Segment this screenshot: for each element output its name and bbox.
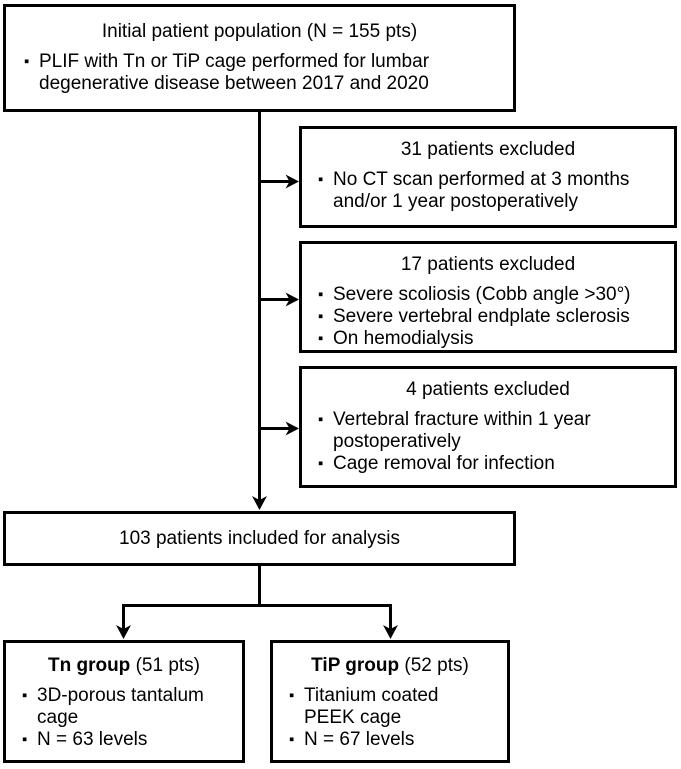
group-title: TiP group (52 pts) [273, 655, 507, 677]
bullet-text: Severe scoliosis (Cobb angle >30°) [333, 284, 631, 305]
box-tip-group: TiP group (52 pts) ▪ Titanium coated PEE… [270, 640, 510, 763]
list-item: ▪ N = 63 levels [22, 729, 238, 751]
bullet-square-icon: ▪ [318, 171, 324, 188]
bullet-text: N = 67 levels [304, 729, 415, 750]
list-item: ▪ 3D-porous tantalum cage [22, 685, 238, 729]
bullet-square-icon: ▪ [22, 731, 28, 748]
list-item: ▪ On hemodialysis [318, 328, 670, 350]
split-branch-line [122, 604, 392, 632]
group-bullet-list: ▪ Titanium coated PEEK cage ▪ N = 67 lev… [273, 685, 507, 751]
group-title: Tn group (51 pts) [6, 655, 242, 677]
box-excluded-17: 17 patients excluded ▪ Severe scoliosis … [299, 241, 677, 353]
bullet-square-icon: ▪ [318, 308, 324, 325]
arrowhead-exclusion-2 [285, 292, 299, 307]
arrowhead-exclusion-1 [285, 174, 299, 189]
group-name: Tn group [47, 655, 131, 676]
initial-population-bullet-list: ▪ PLIF with Tn or TiP cage performed for… [6, 51, 513, 95]
group-detail: (51 pts) [130, 655, 200, 676]
list-item: ▪ Vertebral fracture within 1 year posto… [318, 409, 670, 453]
excluded-bullet-list: ▪ Severe scoliosis (Cobb angle >30°) ▪ S… [302, 284, 674, 350]
box-excluded-31: 31 patients excluded ▪ No CT scan perfor… [299, 126, 677, 228]
list-item: ▪ N = 67 levels [289, 729, 503, 751]
bullet-text: PLIF with Tn or TiP cage performed for l… [39, 51, 430, 94]
initial-population-title: Initial patient population (N = 155 pts) [101, 21, 418, 42]
list-item: ▪ Cage removal for infection [318, 453, 670, 475]
bullet-square-icon: ▪ [22, 687, 28, 704]
bullet-text: Titanium coated PEEK cage [304, 685, 439, 728]
excluded-title: 4 patients excluded [406, 379, 570, 400]
group-bullet-list: ▪ 3D-porous tantalum cage ▪ N = 63 level… [6, 685, 242, 751]
list-item: ▪ No CT scan performed at 3 months and/o… [318, 169, 670, 213]
excluded-bullet-list: ▪ No CT scan performed at 3 months and/o… [302, 169, 674, 213]
box-initial-population: Initial patient population (N = 155 pts)… [3, 4, 516, 112]
bullet-text: Severe vertebral endplate sclerosis [333, 306, 630, 327]
list-item: ▪ Titanium coated PEEK cage [289, 685, 503, 729]
list-item: ▪ PLIF with Tn or TiP cage performed for… [24, 51, 509, 95]
included-title: 103 patients included for analysis [119, 527, 400, 549]
box-included-for-analysis: 103 patients included for analysis [3, 511, 516, 566]
excluded-title: 17 patients excluded [400, 254, 576, 275]
bullet-square-icon: ▪ [318, 455, 324, 472]
bullet-text: Vertebral fracture within 1 year postope… [333, 409, 591, 452]
arrowhead-exclusion-3 [285, 421, 299, 436]
bullet-square-icon: ▪ [318, 330, 324, 347]
group-detail: (52 pts) [399, 655, 469, 676]
bullet-text: 3D-porous tantalum cage [37, 685, 204, 728]
box-excluded-4: 4 patients excluded ▪ Vertebral fracture… [299, 366, 677, 488]
bullet-text: No CT scan performed at 3 months and/or … [333, 169, 630, 212]
bullet-square-icon: ▪ [289, 731, 295, 748]
bullet-square-icon: ▪ [318, 411, 324, 428]
group-name: TiP group [311, 655, 400, 676]
arrowhead-group-left [116, 625, 131, 639]
excluded-bullet-list: ▪ Vertebral fracture within 1 year posto… [302, 409, 674, 475]
arrowhead-group-right [383, 625, 398, 639]
list-item: ▪ Severe scoliosis (Cobb angle >30°) [318, 284, 670, 306]
bullet-text: On hemodialysis [333, 328, 474, 349]
list-item: ▪ Severe vertebral endplate sclerosis [318, 306, 670, 328]
bullet-square-icon: ▪ [289, 687, 295, 704]
bullet-square-icon: ▪ [318, 286, 324, 303]
bullet-square-icon: ▪ [24, 53, 30, 70]
bullet-text: Cage removal for infection [333, 453, 555, 474]
box-tn-group: Tn group (51 pts) ▪ 3D-porous tantalum c… [3, 640, 245, 763]
bullet-text: N = 63 levels [37, 729, 148, 750]
arrowhead-included [252, 496, 267, 510]
excluded-title: 31 patients excluded [400, 139, 576, 160]
